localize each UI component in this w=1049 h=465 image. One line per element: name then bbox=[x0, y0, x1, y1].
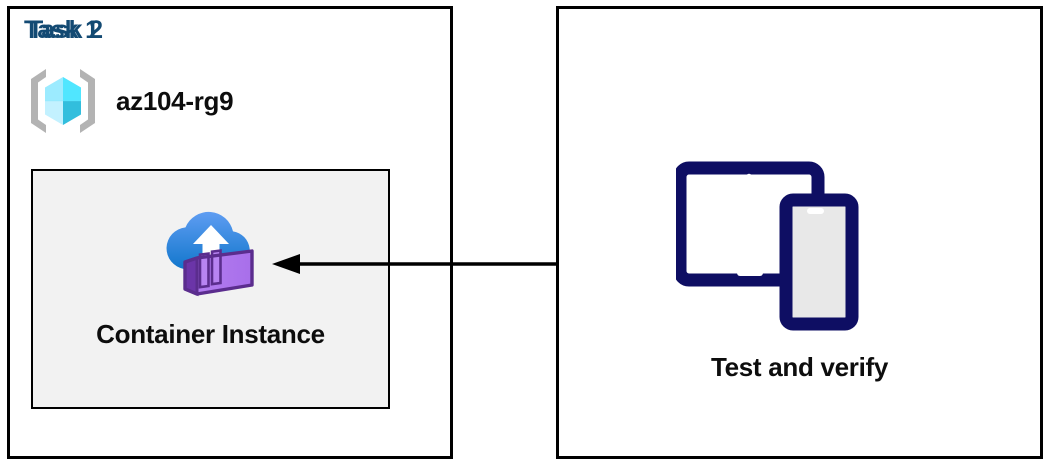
test-and-verify-label: Test and verify bbox=[710, 352, 889, 382]
azure-resource-group-icon bbox=[24, 62, 102, 140]
container-instance-label: Container Instance bbox=[96, 319, 325, 349]
task-2-label: Task 2 bbox=[28, 16, 103, 44]
task-1-label: Task 1 bbox=[24, 16, 99, 44]
resource-group-name: az104-rg9 bbox=[116, 85, 234, 116]
devices-group bbox=[676, 158, 876, 338]
azure-container-instance-icon bbox=[159, 171, 263, 301]
container-instance-box: Container Instance bbox=[31, 169, 390, 409]
devices-tablet-phone-icon bbox=[676, 158, 876, 338]
resource-group-row: az104-rg9 bbox=[24, 62, 234, 140]
